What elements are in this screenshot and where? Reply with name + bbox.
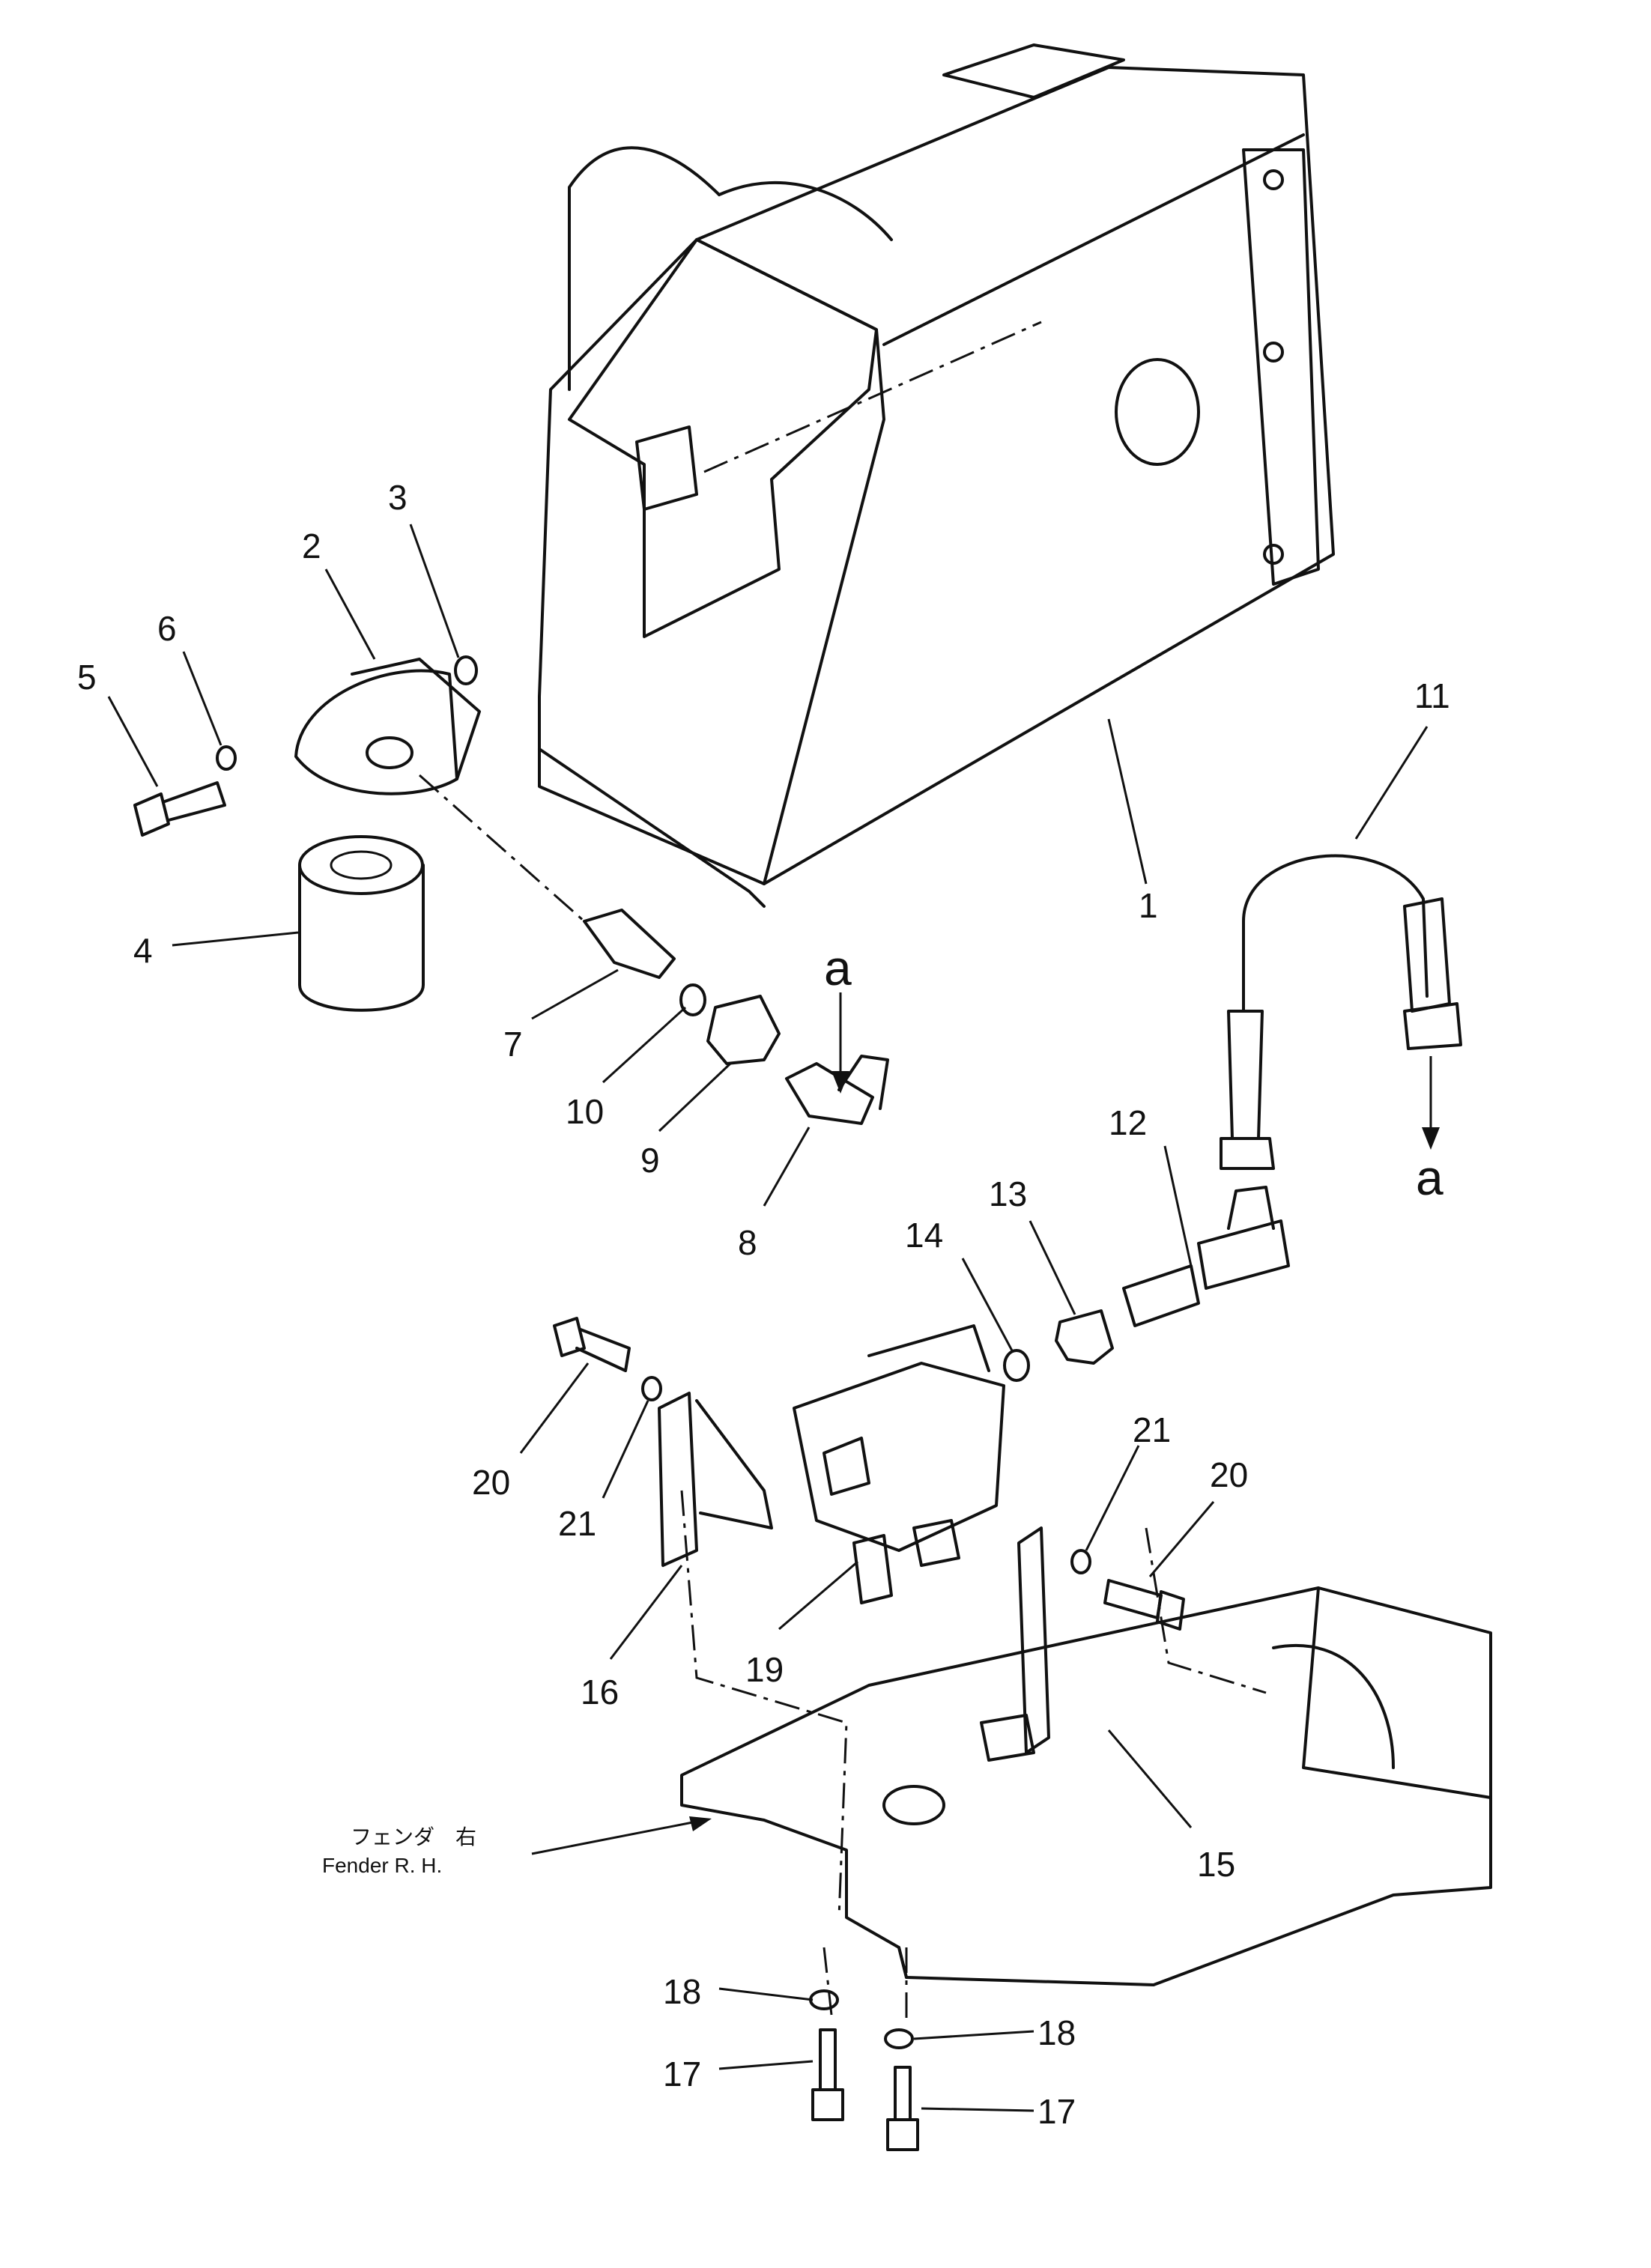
arrow-a-right-label: a [1416, 1150, 1444, 1205]
label-part-13: 13 [989, 1174, 1027, 1213]
label-part-21-left: 21 [558, 1504, 596, 1543]
fender-label: フェンダ 右 Fender R. H. [322, 1825, 476, 1877]
part-13-nut [1055, 1309, 1114, 1365]
part-17-bolt-right [886, 2066, 919, 2151]
label-part-10: 10 [566, 1092, 604, 1131]
part-11-hose [1220, 854, 1462, 1170]
leader-lines [107, 524, 1429, 2112]
label-part-20-right: 20 [1210, 1455, 1248, 1494]
part-4-filter-cartridge [298, 835, 425, 1012]
part-15-bracket [980, 1526, 1050, 1762]
part-3-o-ring [454, 655, 478, 685]
part-21-washer-left [641, 1376, 662, 1401]
label-part-16: 16 [581, 1673, 619, 1711]
part-17-bolt-left [811, 2028, 844, 2121]
part-20-bolt-right [1103, 1579, 1185, 1631]
arrow-a-top [831, 992, 849, 1094]
label-part-1: 1 [1139, 886, 1158, 925]
part-18-washer-left [809, 1989, 839, 2010]
part-9-nut [706, 995, 781, 1065]
part-2-filter-head [294, 658, 481, 795]
label-part-7: 7 [503, 1025, 523, 1064]
label-part-3: 3 [388, 478, 408, 517]
part-14-o-ring [1003, 1349, 1030, 1382]
part-21-washer-right [1070, 1549, 1091, 1574]
label-part-5: 5 [77, 658, 97, 697]
part-19-valve [793, 1324, 1005, 1604]
label-part-20-left: 20 [472, 1463, 510, 1502]
label-part-11: 11 [1414, 676, 1450, 715]
label-part-8: 8 [738, 1223, 757, 1262]
part-8-elbow [785, 1055, 889, 1125]
part-7-fitting [419, 774, 676, 979]
part-20-bolt-left [553, 1317, 631, 1372]
label-part-17-right: 17 [1037, 2092, 1076, 2131]
label-part-12: 12 [1109, 1103, 1147, 1142]
arrow-a-right [1422, 1056, 1440, 1150]
label-part-9: 9 [640, 1141, 660, 1180]
part-16-bracket [658, 1392, 773, 1567]
label-part-21-right: 21 [1133, 1410, 1171, 1449]
label-part-6: 6 [157, 609, 177, 648]
part-10-o-ring [679, 983, 706, 1016]
fender-label-en: Fender R. H. [322, 1854, 442, 1877]
label-part-17-left: 17 [663, 2055, 701, 2093]
part-5-bolt [133, 781, 226, 837]
label-part-14: 14 [905, 1216, 943, 1255]
part-18-washer-right [884, 2028, 914, 2049]
label-part-19: 19 [745, 1650, 784, 1689]
part-12-elbow [1122, 1186, 1290, 1327]
label-part-4: 4 [133, 931, 153, 970]
arrow-a-top-label: a [824, 940, 852, 995]
label-part-18-right: 18 [1037, 2013, 1076, 2052]
label-part-15: 15 [1197, 1845, 1235, 1884]
part-labels: 1 2 3 4 5 6 7 8 9 10 11 12 13 14 15 16 1… [77, 478, 1450, 2131]
part-1-tank [538, 43, 1335, 908]
label-part-18-left: 18 [663, 1972, 701, 2011]
fender-label-jp: フェンダ 右 [351, 1825, 476, 1849]
label-part-2: 2 [302, 527, 321, 566]
part-6-washer [216, 745, 237, 771]
fender-frame [680, 1490, 1492, 2022]
